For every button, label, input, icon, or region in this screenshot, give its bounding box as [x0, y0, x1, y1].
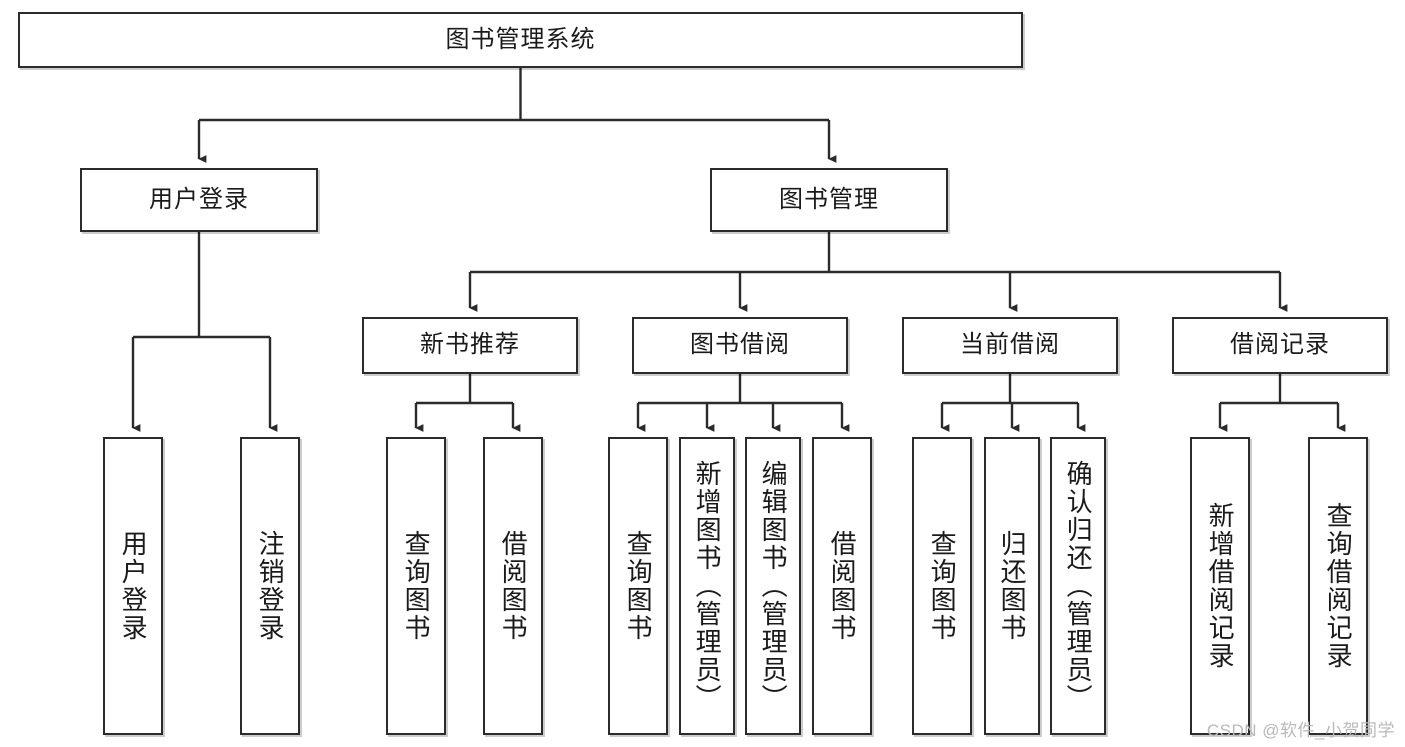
node-current_borrow[interactable]: 当前借阅 — [902, 317, 1118, 374]
node-leaf_query_book_1[interactable]: 查询图书 — [386, 437, 446, 735]
node-new_book_rec[interactable]: 新书推荐 — [362, 317, 578, 374]
node-leaf_add_book[interactable]: 新增图书（管理员） — [679, 437, 735, 735]
node-leaf_user_login[interactable]: 用户登录 — [103, 437, 163, 735]
node-user_login[interactable]: 用户登录 — [80, 168, 318, 232]
node-leaf_borrow_book_2-label: 借阅图书 — [827, 530, 858, 642]
node-leaf_user_login-label: 用户登录 — [118, 530, 149, 642]
node-user_login-label: 用户登录 — [149, 185, 249, 213]
node-leaf_borrow_book_1-label: 借阅图书 — [498, 530, 529, 642]
node-borrow_record-label: 借阅记录 — [1230, 331, 1330, 359]
node-leaf_confirm_return-label: 确认归还（管理员） — [1063, 460, 1094, 712]
node-leaf_borrow_book_1[interactable]: 借阅图书 — [483, 437, 543, 735]
node-leaf_query_book_2-label: 查询图书 — [623, 530, 654, 642]
node-leaf_query_record[interactable]: 查询借阅记录 — [1308, 437, 1368, 735]
node-leaf_confirm_return[interactable]: 确认归还（管理员） — [1050, 437, 1106, 735]
node-leaf_add_record-label: 新增借阅记录 — [1205, 502, 1236, 670]
node-current_borrow-label: 当前借阅 — [960, 331, 1060, 359]
node-book_borrow[interactable]: 图书借阅 — [632, 317, 848, 374]
node-leaf_edit_book[interactable]: 编辑图书（管理员） — [745, 437, 801, 735]
node-leaf_borrow_book_2[interactable]: 借阅图书 — [812, 437, 872, 735]
node-root-title-label: 图书管理系统 — [445, 25, 596, 53]
node-leaf_query_book_2[interactable]: 查询图书 — [608, 437, 668, 735]
node-leaf_edit_book-label: 编辑图书（管理员） — [758, 460, 789, 712]
node-leaf_logout_login[interactable]: 注销登录 — [240, 437, 300, 735]
node-book_manage[interactable]: 图书管理 — [710, 168, 948, 232]
node-book_borrow-label: 图书借阅 — [690, 331, 790, 359]
node-leaf_query_book_1-label: 查询图书 — [401, 530, 432, 642]
node-leaf_query_book_3-label: 查询图书 — [927, 530, 958, 642]
node-leaf_query_record-label: 查询借阅记录 — [1323, 502, 1354, 670]
node-root-title[interactable]: 图书管理系统 — [18, 12, 1023, 68]
node-leaf_add_record[interactable]: 新增借阅记录 — [1190, 437, 1250, 735]
node-leaf_return_book-label: 归还图书 — [997, 530, 1028, 642]
csdn-watermark: CSDN @软件_小贺同学 — [1206, 721, 1395, 740]
node-leaf_query_book_3[interactable]: 查询图书 — [912, 437, 972, 735]
node-new_book_rec-label: 新书推荐 — [420, 331, 520, 359]
node-borrow_record[interactable]: 借阅记录 — [1172, 317, 1388, 374]
node-leaf_add_book-label: 新增图书（管理员） — [692, 460, 723, 712]
node-leaf_return_book[interactable]: 归还图书 — [984, 437, 1040, 735]
node-book_manage-label: 图书管理 — [779, 185, 879, 213]
node-leaf_logout_login-label: 注销登录 — [255, 530, 286, 642]
